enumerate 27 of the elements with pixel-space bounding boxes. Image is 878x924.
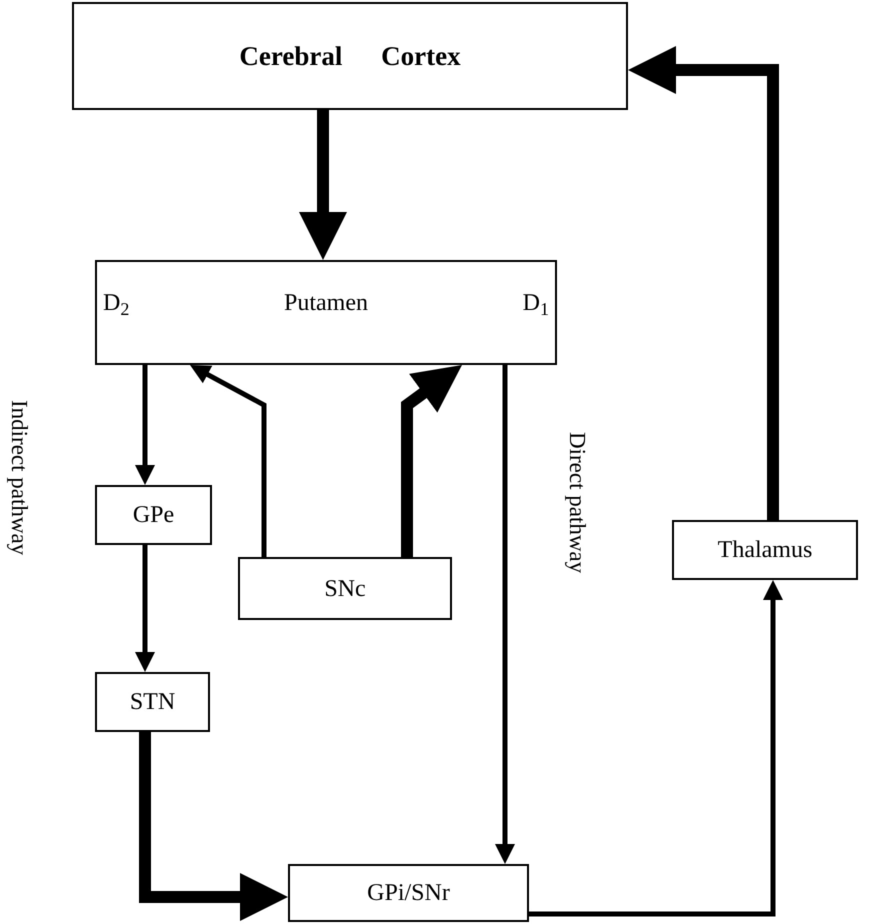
- process-box: [95, 260, 557, 365]
- receptor-label: D$_{2}$: [103, 289, 130, 318]
- process-box: [95, 672, 210, 732]
- region-name: STN: [130, 688, 176, 717]
- process-box: [238, 557, 452, 620]
- region-name: GPi/SNr: [367, 879, 450, 908]
- process-box: [672, 520, 858, 580]
- process-box: [95, 485, 212, 545]
- pathway-label: Direct pathway: [566, 432, 589, 574]
- pathway-label: Indirect pathway: [8, 400, 31, 556]
- region-name: Cerebral Cortex: [239, 40, 461, 73]
- arrow: [135, 545, 155, 672]
- arrow: [529, 580, 783, 916]
- arrow: [299, 110, 347, 260]
- arrow: [628, 46, 779, 520]
- arrow: [135, 365, 155, 485]
- arrow: [401, 365, 462, 557]
- region-name: SNc: [324, 574, 366, 604]
- arrow: [139, 732, 288, 921]
- arrow: [495, 365, 515, 864]
- region-name: GPe: [132, 501, 174, 530]
- region-name: Putamen: [284, 289, 368, 318]
- arrow: [190, 365, 266, 557]
- region-name: Thalamus: [718, 536, 812, 565]
- process-box: [288, 864, 529, 922]
- receptor-label: D$_{1}$: [522, 289, 549, 318]
- process-box: [72, 2, 628, 110]
